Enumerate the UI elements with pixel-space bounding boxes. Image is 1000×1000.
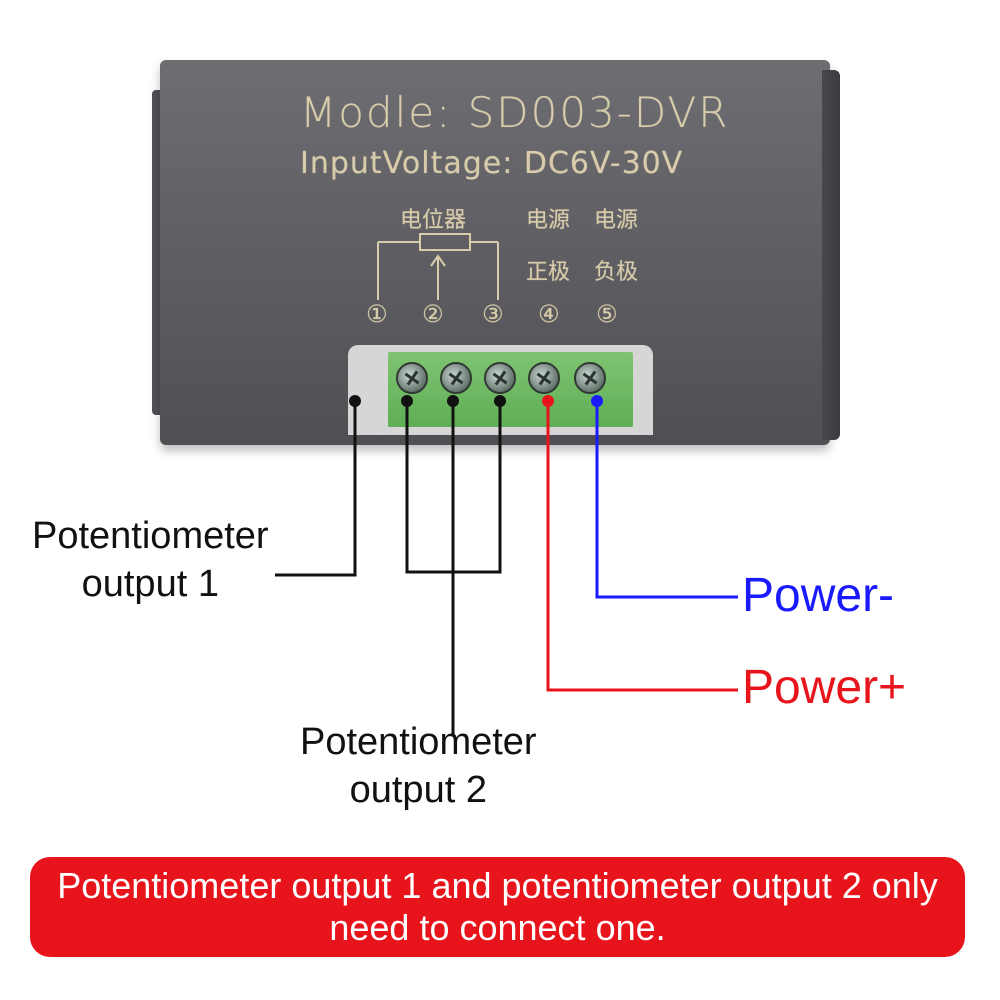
pin-number-1: ①	[366, 300, 388, 328]
terminal-screw-4-icon	[528, 362, 560, 394]
input-voltage-text: InputVoltage: DC6V-30V	[300, 146, 684, 181]
controller-module: Modle: SD003-DVR InputVoltage: DC6V-30V …	[152, 60, 840, 450]
pin-number-4: ④	[538, 300, 560, 328]
note-banner: Potentiometer output 1 and potentiometer…	[30, 857, 965, 957]
module-side	[822, 70, 840, 440]
terminal-screw-2-icon	[440, 362, 472, 394]
power-negative-label: Power-	[742, 569, 895, 622]
pin-number-3: ③	[482, 300, 504, 328]
wire-power-neg	[595, 402, 738, 599]
module-front-panel: Modle: SD003-DVR InputVoltage: DC6V-30V …	[160, 60, 830, 445]
terminal-screw-5-icon	[574, 362, 606, 394]
terminal-screw-3-icon	[484, 362, 516, 394]
potentiometer-output-2-label: Potentiometer output 2	[300, 721, 537, 811]
positive-label-cn: 正极	[526, 260, 571, 285]
connection-dot-power-pos	[542, 395, 554, 407]
connection-dot-1	[349, 395, 361, 407]
module-left-edge	[152, 90, 162, 415]
note-text: Potentiometer output 1 and potentiometer…	[57, 865, 938, 948]
potentiometer-symbol-icon	[377, 233, 499, 300]
wire-power-pos	[546, 402, 738, 692]
power-source-label-cn-2: 电源	[594, 208, 639, 233]
potentiometer-label-cn: 电位器	[400, 208, 467, 233]
wire-pin1	[275, 402, 357, 577]
power-positive-label: Power+	[742, 661, 907, 714]
model-text: Modle: SD003-DVR	[300, 88, 730, 137]
potentiometer-output-1-label: Potentiometer output 1	[32, 515, 269, 605]
connection-dot-2	[401, 395, 413, 407]
negative-label-cn: 负极	[594, 260, 639, 285]
pin-number-2: ②	[422, 300, 444, 328]
pin-number-5: ⑤	[596, 300, 618, 328]
connection-dot-power-neg	[591, 395, 603, 407]
terminal-screw-1-icon	[396, 362, 428, 394]
power-source-label-cn-1: 电源	[526, 208, 571, 233]
connection-dot-4	[494, 395, 506, 407]
connection-dot-3	[447, 395, 459, 407]
